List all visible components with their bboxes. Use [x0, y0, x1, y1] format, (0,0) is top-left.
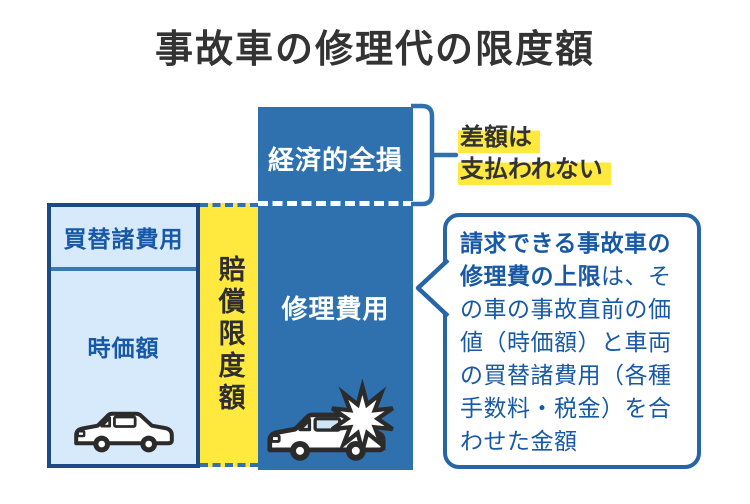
page-title: 事故車の修理代の限度額 — [154, 27, 595, 71]
crash-burst-icon — [330, 379, 394, 460]
bracket-icon — [411, 103, 459, 207]
market-value-section: 時価額 — [51, 271, 196, 464]
limit-threshold-dotted-line — [258, 201, 413, 206]
compensation-limit-column: 賠償限度額 — [200, 203, 258, 467]
difference-note-line2: 支払われない — [458, 154, 611, 185]
market-value-label: 時価額 — [87, 336, 160, 362]
compensation-limit-label: 賠償限度額 — [213, 255, 245, 415]
bubble-bold-text: 請求できる事故車の修理費の上限 — [460, 231, 672, 290]
repair-cost-column: 経済的全損 修理費用 — [258, 107, 413, 470]
crashed-car-icon — [267, 379, 394, 461]
repair-cost-label: 修理費用 — [281, 295, 390, 325]
bubble-normal-text: は、その車の事故直前の価値（時価額）と車両の買替諸費用（各種手数料・税金）を合わ… — [460, 264, 672, 455]
explanation-bubble: 請求できる事故車の修理費の上限は、その車の事故直前の価値（時価額）と車両の買替諸… — [443, 213, 701, 469]
economic-total-loss-label: 経済的全損 — [267, 146, 403, 176]
replacement-costs-section: 買替諸費用 — [51, 207, 196, 271]
difference-note-line1: 差額は — [458, 122, 540, 153]
value-box: 買替諸費用 時価額 — [47, 203, 200, 468]
car-icon — [73, 411, 174, 453]
difference-note: 差額は 支払われない — [458, 122, 611, 186]
replacement-costs-label: 買替諸費用 — [63, 227, 184, 253]
bubble-tail-icon — [415, 258, 450, 318]
